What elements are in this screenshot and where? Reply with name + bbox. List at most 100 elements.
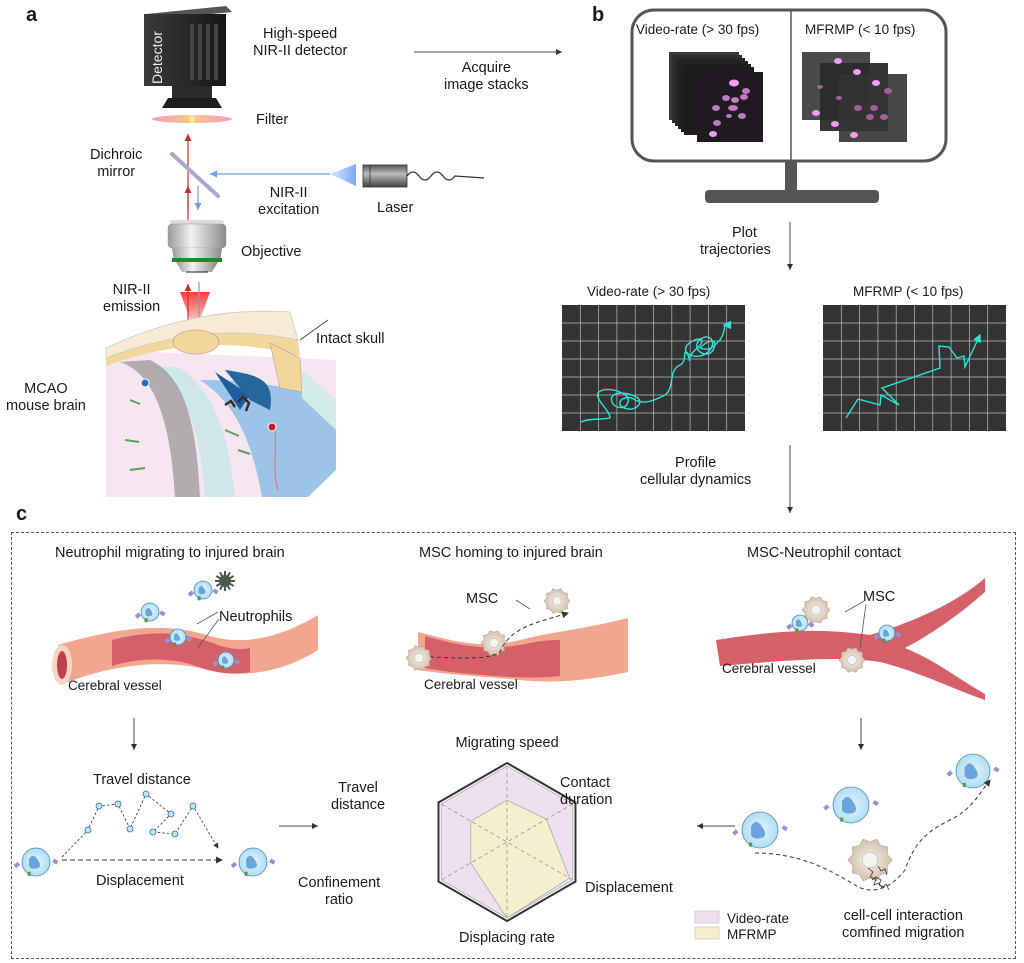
detector-label-line1: High-speed (263, 26, 338, 42)
neutrophil-icon (134, 602, 166, 623)
neutrophil-icon (230, 847, 276, 877)
radar-axis-label: Displacement (585, 880, 673, 897)
plot-trajectories-label: Plot trajectories (700, 225, 771, 259)
excitation-line2: excitation (258, 202, 320, 218)
laser-label: Laser (377, 200, 414, 216)
profile-line2: cellular dynamics (640, 472, 752, 488)
profile-line1: Profile (675, 455, 717, 471)
profile-label: Profile cellular dynamics (640, 455, 751, 489)
traj-left-title: Video-rate (> 30 fps) (587, 284, 711, 299)
excitation-line1: NIR-II (269, 185, 308, 201)
dichroic-mirror-icon (170, 152, 220, 198)
radar-axis-label: Migrating speed (456, 735, 559, 752)
travel-distance-label: Travel distance (93, 772, 191, 788)
intact-skull-label: Intact skull (316, 331, 385, 347)
radar-axis-line (440, 803, 574, 881)
radar-axis-label-line: distance (331, 797, 386, 813)
emission-line2: emission (103, 299, 161, 315)
neutrophil-icon (946, 753, 1000, 789)
panel-c-frame (11, 532, 1016, 959)
legend-swatch-mfrmp (694, 926, 720, 940)
radar-chart (437, 761, 577, 923)
excitation-label: NIR-II excitation (258, 185, 319, 219)
legend-swatch-video-rate (694, 910, 720, 924)
neutrophil-icon (13, 847, 59, 877)
radar-axis-line (440, 803, 574, 881)
neutrophil-icon (187, 580, 219, 601)
confinement-scribble (867, 865, 890, 891)
panel-b-letter: b (592, 4, 605, 26)
scenario-title-msc-homing: MSC homing to injured brain (419, 545, 603, 561)
interaction-line1: cell-cell interaction (843, 908, 963, 924)
vessel-label-1: Cerebral vessel (68, 678, 162, 693)
msc-label-2: MSC (466, 591, 499, 607)
radar-axis-label: Displacing rate (459, 930, 555, 947)
vessel-label-3: Cerebral vessel (722, 661, 816, 676)
acquire-label: Acquire image stacks (444, 60, 529, 94)
vessel-1-illustration (52, 615, 318, 685)
radar-axis-label-line: Displacement (585, 880, 673, 896)
neutrophil-icon (873, 624, 902, 643)
radar-axis-label-line: ratio (325, 892, 354, 908)
msc-icon (405, 645, 433, 671)
plot-line2: trajectories (700, 242, 771, 258)
interaction-label: cell-cell interaction comfined migration (842, 908, 965, 942)
neutrophils-label: Neutrophils (219, 609, 293, 625)
scenario-title-neutrophil: Neutrophil migrating to injured brain (55, 545, 285, 561)
emission-label: NIR-II emission (103, 282, 160, 316)
objective-icon (167, 220, 227, 273)
traj-right-title: MFRMP (< 10 fps) (853, 284, 964, 299)
panel-a-letter: a (26, 4, 38, 26)
mfrmp-trajectory-line (845, 333, 981, 419)
radar-axis-label-line: Travel (338, 780, 378, 796)
msc-label-3: MSC (863, 589, 896, 605)
video-rate-trajectory-plot (562, 305, 745, 431)
neutrophil-icon (786, 614, 815, 633)
scenario-title-contact: MSC-Neutrophil contact (747, 545, 901, 561)
filter-icon (152, 115, 232, 123)
neutrophil-icon (732, 811, 788, 849)
radar-outer-frame (437, 761, 577, 923)
radar-axis-label-line: Migrating speed (455, 735, 559, 751)
monitor-left-title: Video-rate (> 30 fps) (636, 22, 760, 37)
radar-axis-label-line: Displacing rate (459, 930, 555, 946)
acquire-line2: image stacks (444, 77, 529, 93)
vessel-3-illustration (716, 578, 985, 700)
filter-label: Filter (256, 112, 289, 128)
panel-c-letter: c (16, 503, 28, 525)
brain-line2: mouse brain (6, 398, 86, 414)
pathogen-icon (215, 571, 235, 591)
radar-axis-label-line: duration (560, 792, 613, 808)
acquire-line1: Acquire (461, 60, 511, 76)
dichroic-line1: Dichroic (90, 147, 143, 163)
msc-icon (543, 588, 571, 614)
neutrophil-icon (212, 651, 241, 670)
vessel-label-2: Cerebral vessel (424, 677, 518, 692)
video-rate-trajectory-line (580, 320, 732, 423)
confined-migration-path (754, 779, 991, 891)
dichroic-mirror-label: Dichroic mirror (90, 147, 142, 181)
neutrophil-icon (823, 786, 879, 824)
mfrmp-trajectory-plot (823, 305, 1006, 431)
legend-label-mfrmp: MFRMP (727, 927, 777, 942)
msc-icon (847, 838, 893, 882)
objective-label: Objective (241, 244, 302, 260)
laser-icon (330, 164, 485, 188)
msc-icon (838, 647, 866, 673)
video-rate-image-stack (669, 52, 763, 142)
dichroic-line2: mirror (97, 164, 136, 180)
emission-line1: NIR-II (112, 282, 151, 298)
mouse-brain-label: MCAO mouse brain (6, 381, 86, 415)
detector-icon (144, 6, 232, 108)
interaction-line2: comfined migration (842, 925, 965, 941)
mfrmp-image-stack (802, 52, 907, 142)
msc-icon (801, 596, 831, 624)
mouse-brain-illustration (105, 310, 336, 497)
radar-axis-label-line: Contact (560, 775, 610, 791)
